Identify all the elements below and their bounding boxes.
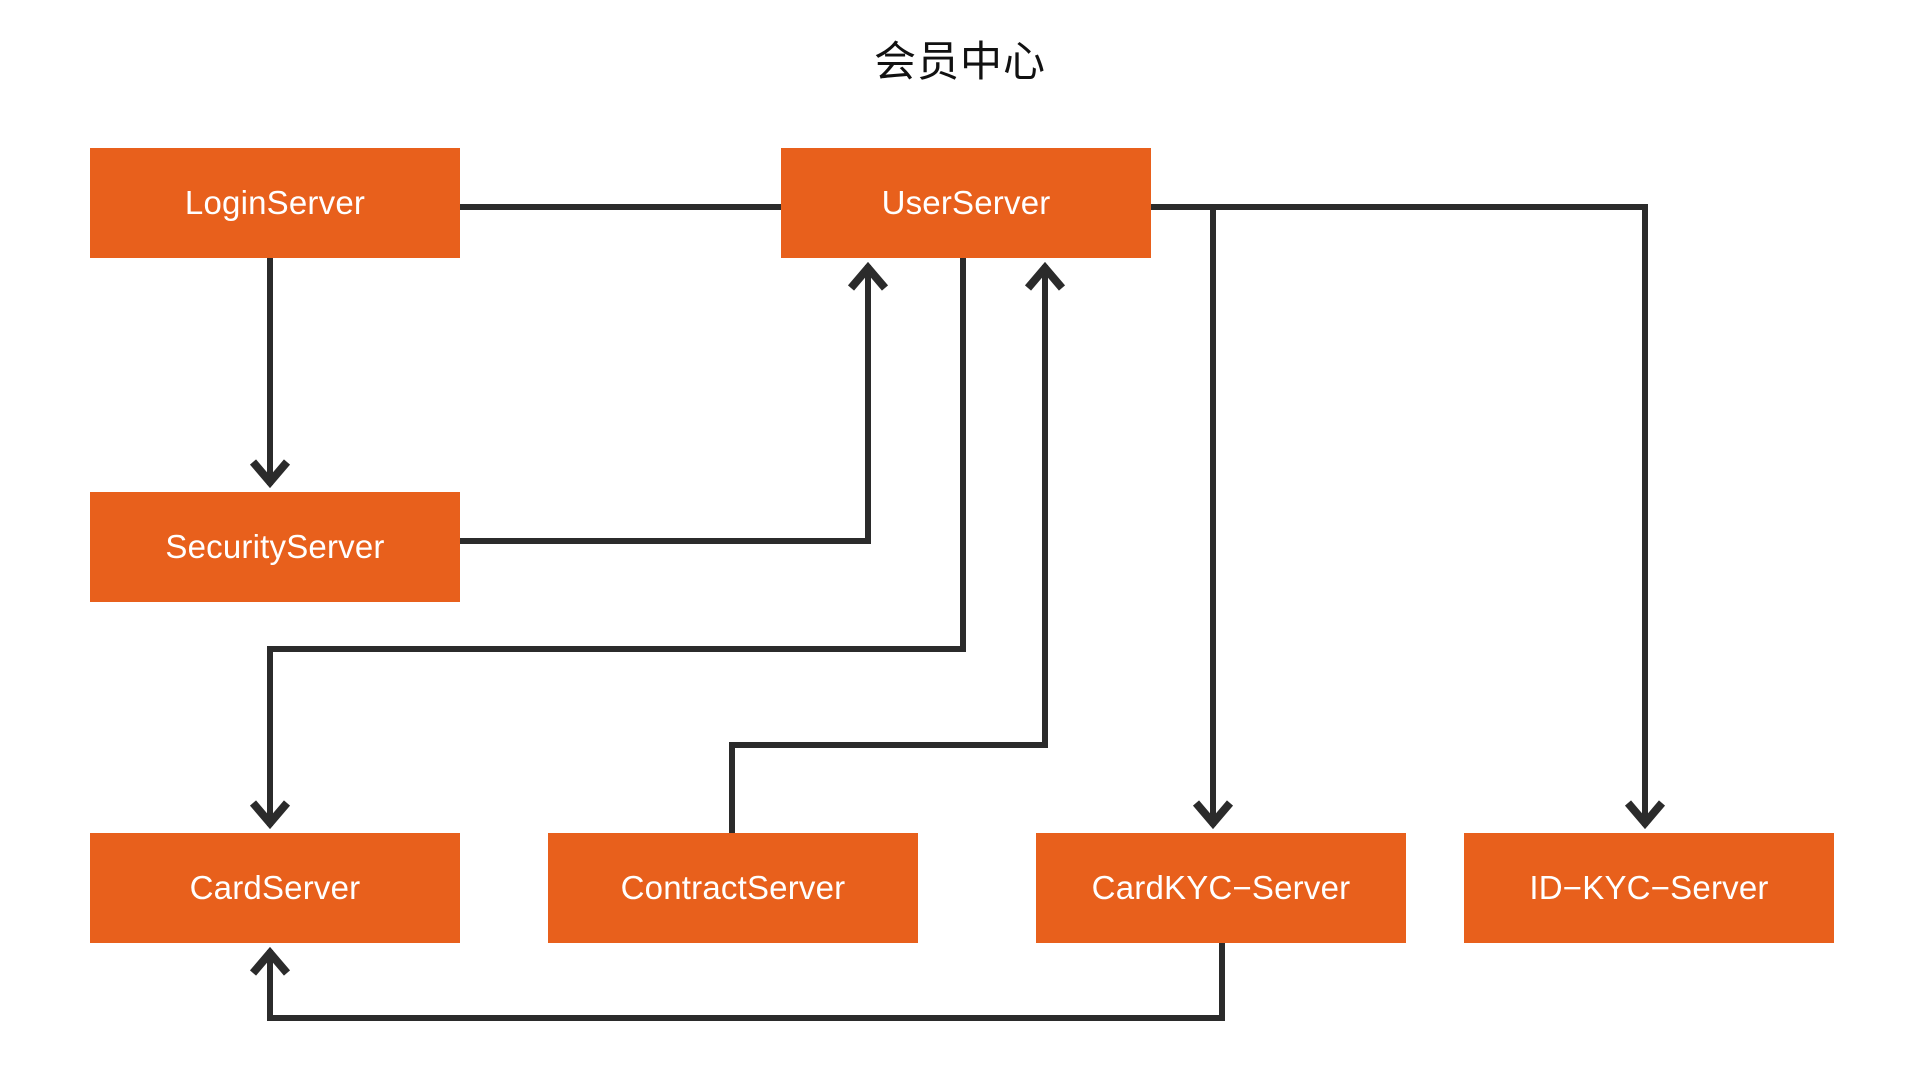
node-label-idkyc-server: ID−KYC−Server — [1529, 869, 1769, 906]
edge-arrowhead-icon — [249, 946, 291, 976]
edge-arrowhead-icon — [249, 459, 291, 489]
edge-arrowhead-icon — [1192, 800, 1234, 830]
edge-security-to-user — [457, 261, 889, 544]
edge-arrowhead-icon — [847, 261, 889, 291]
edge-line — [1148, 204, 1216, 826]
node-label-cardkyc-server: CardKYC−Server — [1091, 869, 1351, 906]
node-user-server[interactable]: UserServer — [781, 148, 1151, 258]
edge-line — [729, 265, 1048, 836]
edge-line — [267, 940, 1225, 1021]
node-login-server[interactable]: LoginServer — [90, 148, 460, 258]
edge-arrowhead-icon — [1624, 800, 1666, 830]
edge-login-to-security — [249, 255, 291, 489]
diagram-title: 会员中心 — [873, 37, 1046, 86]
edge-contract-to-user — [729, 261, 1066, 836]
edge-line — [457, 265, 871, 544]
edge-arrowhead-icon — [249, 800, 291, 830]
edge-user-to-idkyc — [1148, 204, 1666, 830]
node-label-contract-server: ContractServer — [620, 869, 846, 906]
edge-arrowhead-icon — [1024, 261, 1066, 291]
node-label-login-server: LoginServer — [184, 184, 366, 221]
node-security-server[interactable]: SecurityServer — [90, 492, 460, 602]
node-cardkyc-server[interactable]: CardKYC−Server — [1036, 833, 1406, 943]
node-contract-server[interactable]: ContractServer — [548, 833, 918, 943]
node-label-security-server: SecurityServer — [165, 528, 385, 565]
node-card-server[interactable]: CardServer — [90, 833, 460, 943]
edge-user-to-cardkyc — [1148, 204, 1234, 830]
edge-line — [1148, 204, 1648, 826]
edge-cardkyc-to-card — [249, 940, 1225, 1021]
node-label-card-server: CardServer — [189, 869, 361, 906]
node-idkyc-server[interactable]: ID−KYC−Server — [1464, 833, 1834, 943]
node-label-user-server: UserServer — [881, 184, 1051, 221]
